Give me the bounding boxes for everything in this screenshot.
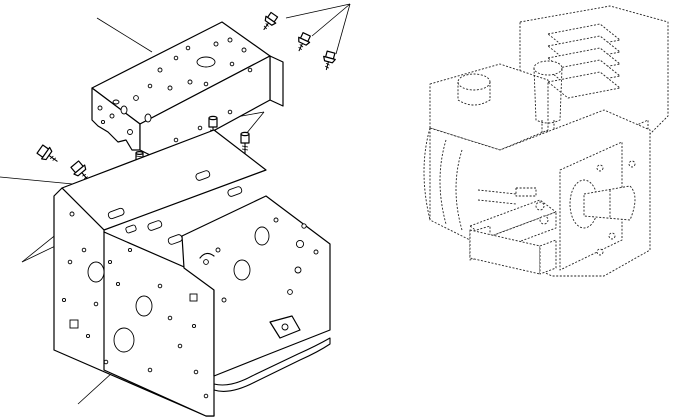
leader-bracket — [96, 17, 153, 53]
engine-phantom — [423, 5, 669, 277]
leader-screw-3 — [335, 3, 351, 55]
frame-assembly — [53, 129, 331, 417]
leader-screw-2 — [311, 3, 351, 37]
handle-rod — [213, 337, 331, 392]
leader-screw-1 — [285, 3, 351, 19]
upper-bracket — [91, 21, 284, 161]
leader-stud-2 — [245, 111, 265, 135]
flange-screws-top — [263, 11, 336, 71]
cooling-fins — [547, 23, 621, 99]
stud-2 — [240, 131, 250, 155]
